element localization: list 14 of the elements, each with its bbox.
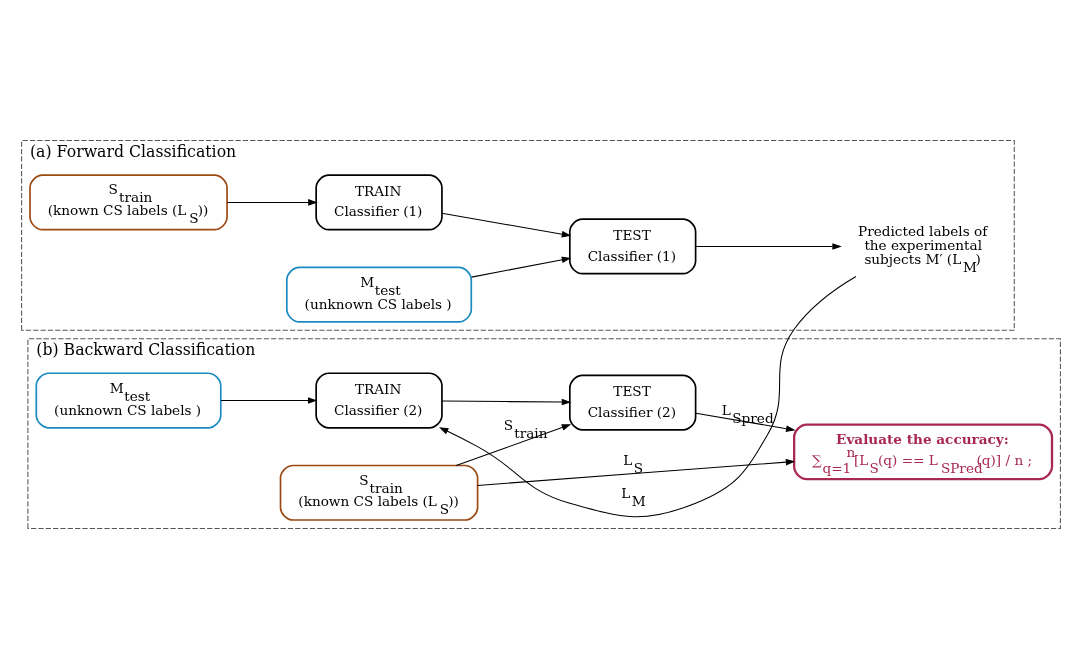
arrow	[455, 424, 572, 466]
arrow	[695, 412, 796, 432]
arrow	[439, 275, 857, 518]
arrow	[441, 212, 572, 238]
node-box: TRAIN Classifier (1)	[315, 174, 443, 231]
node-box: TEST Classifier (1)	[569, 218, 697, 275]
node-box: TRAIN Classifier (2)	[315, 372, 443, 429]
arrow	[477, 458, 796, 486]
node-box: TEST Classifier (2)	[569, 374, 697, 431]
arrow	[695, 243, 842, 250]
arrow	[441, 398, 572, 406]
arrow	[220, 397, 318, 404]
arrow	[226, 199, 318, 206]
arrow	[471, 256, 572, 278]
